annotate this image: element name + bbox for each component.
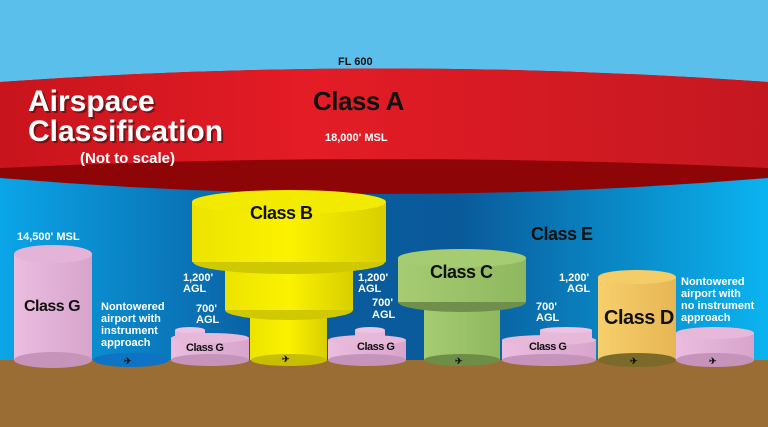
agl-labels-mid: 1,200' AGL 700' AGL: [358, 272, 396, 321]
class-g-small-2: [328, 327, 406, 366]
svg-text:airport with: airport with: [101, 313, 161, 325]
svg-text:AGL: AGL: [536, 312, 560, 324]
svg-text:approach: approach: [101, 337, 151, 349]
class-d-label: Class D: [604, 307, 674, 329]
class-a-label: Class A: [313, 86, 405, 116]
title-line-2: Classification: [28, 115, 223, 148]
svg-text:airport with: airport with: [681, 288, 741, 300]
svg-text:no instrument: no instrument: [681, 300, 755, 312]
airplane-icon: ✈: [630, 356, 638, 366]
diagram-title: Airspace Airspace Classification Classif…: [28, 85, 225, 167]
svg-text:700': 700': [196, 303, 217, 315]
agl-labels-right: 1,200' AGL 700' AGL: [536, 272, 591, 324]
class-a-band: [0, 68, 768, 194]
class-e-label: Class E: [531, 224, 593, 244]
svg-text:Nontowered: Nontowered: [101, 301, 165, 313]
svg-text:Classification: Classification: [30, 117, 225, 150]
class-g-label-2: Class G: [357, 341, 394, 353]
svg-text:approach: approach: [681, 312, 731, 324]
class-b-label: Class B: [250, 203, 313, 223]
svg-text:AGL: AGL: [567, 283, 591, 295]
svg-text:Airspace: Airspace: [30, 87, 157, 120]
airplane-icon: ✈: [124, 356, 132, 366]
airplane-icon: ✈: [709, 356, 717, 366]
title-subtitle: (Not to scale): [80, 150, 175, 167]
airplane-icon: ✈: [455, 356, 463, 366]
msl-14500-label: 14,500' MSL: [17, 231, 80, 243]
svg-text:AGL: AGL: [358, 283, 382, 295]
fl600-label: FL 600: [338, 56, 373, 68]
class-g-label-3: Class G: [529, 341, 566, 353]
msl-18000-label: 18,000' MSL: [325, 132, 388, 144]
svg-text:AGL: AGL: [372, 309, 396, 321]
svg-text:1,200': 1,200': [183, 272, 214, 284]
svg-text:700': 700': [536, 301, 557, 313]
airport-no-approach-label: Nontowered airport with no instrument ap…: [681, 276, 755, 324]
agl-labels-left: 1,200' AGL 700' AGL: [183, 272, 220, 326]
ground: [0, 360, 768, 427]
class-d-cylinder: [598, 270, 676, 367]
svg-text:1,200': 1,200': [559, 272, 590, 284]
class-g-right: [676, 327, 754, 367]
airport-pad-instrument: [93, 353, 169, 367]
class-c-label: Class C: [430, 262, 493, 282]
class-g-small-3: [502, 327, 596, 366]
class-g-label-tall: Class G: [24, 298, 80, 315]
class-b-structure: [192, 190, 386, 366]
class-g-small-1: [171, 327, 249, 366]
svg-text:instrument: instrument: [101, 325, 158, 337]
svg-text:AGL: AGL: [196, 314, 220, 326]
title-line-1: Airspace: [28, 85, 155, 118]
class-g-label-1: Class G: [186, 342, 223, 354]
svg-text:1,200': 1,200': [358, 272, 389, 284]
svg-text:700': 700': [372, 297, 393, 309]
class-g-tall-cylinder: [14, 245, 92, 368]
airport-with-approach-label: Nontowered airport with instrument appro…: [101, 301, 165, 349]
class-c-structure: [398, 249, 526, 366]
svg-text:Nontowered: Nontowered: [681, 276, 745, 288]
svg-text:AGL: AGL: [183, 283, 207, 295]
airplane-icon: ✈: [282, 354, 290, 364]
